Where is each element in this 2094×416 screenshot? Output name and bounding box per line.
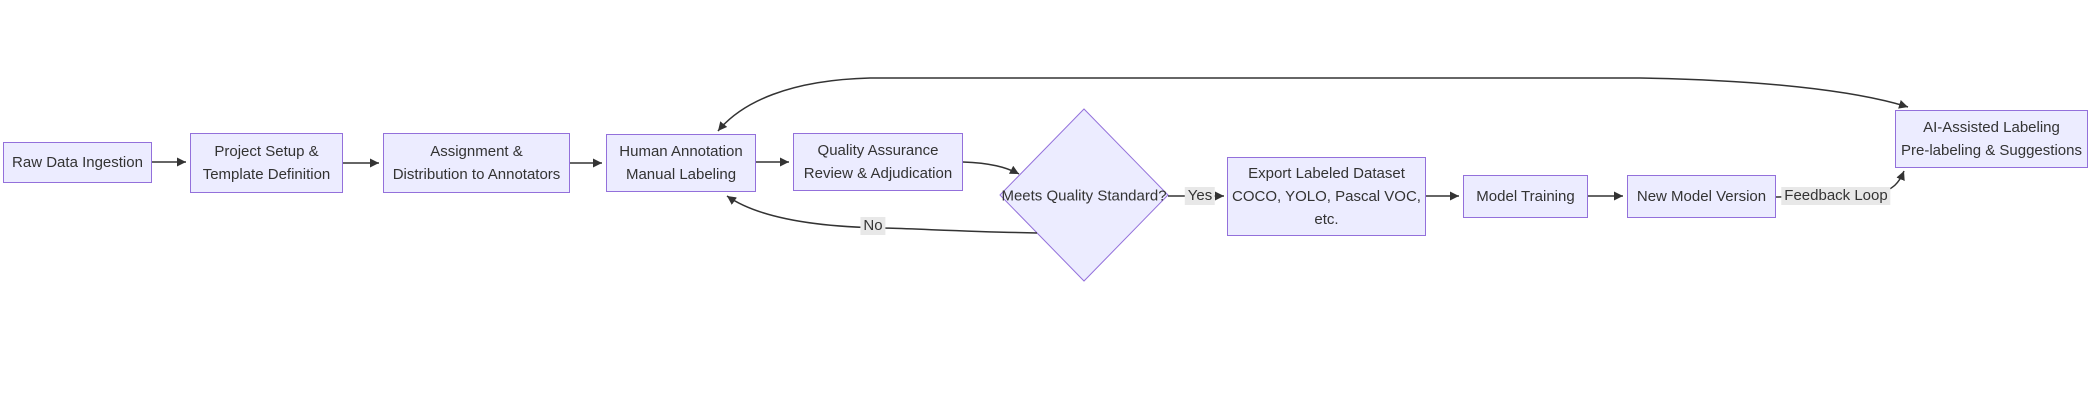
node-line: Human Annotation: [619, 143, 743, 160]
edge-label-no: No: [860, 217, 886, 235]
edge-qa-to-decision: [962, 161, 1020, 175]
edge-label-yes: Yes: [1184, 187, 1216, 205]
node-line: Meets Quality Standard?: [1001, 187, 1167, 205]
node-line: Export Labeled Dataset: [1248, 165, 1405, 182]
decision-meets-quality-standard: Meets Quality Standard?: [1001, 188, 1166, 205]
node-line: COCO, YOLO, Pascal VOC,: [1232, 188, 1421, 205]
node-line: AI-Assisted Labeling: [1923, 119, 2060, 136]
node-line: Template Definition: [202, 166, 331, 183]
edge-ai-human-bidirectional: [717, 77, 1909, 132]
node-line: Project Setup &: [214, 143, 319, 160]
node-line: Manual Labeling: [625, 166, 737, 183]
node-line: Quality Assurance: [817, 142, 939, 159]
edge-label-feedback-loop: Feedback Loop: [1781, 187, 1891, 205]
node-model-training: Model Training: [1463, 175, 1588, 218]
node-export-labeled-dataset: Export Labeled Dataset COCO, YOLO, Pasca…: [1227, 157, 1426, 236]
node-ai-assisted-labeling: AI-Assisted Labeling Pre-labeling & Sugg…: [1895, 110, 2088, 168]
node-raw-data-ingestion: Raw Data Ingestion: [3, 142, 152, 183]
node-line: Review & Adjudication: [803, 165, 953, 182]
node-line: etc.: [1314, 211, 1339, 228]
node-human-annotation: Human Annotation Manual Labeling: [606, 134, 756, 192]
node-line: Raw Data Ingestion: [12, 154, 143, 171]
node-assignment-distribution: Assignment & Distribution to Annotators: [383, 133, 570, 193]
node-line: Assignment &: [430, 143, 523, 160]
node-line: Model Training: [1476, 188, 1575, 205]
node-line: New Model Version: [1636, 188, 1767, 205]
node-project-setup: Project Setup & Template Definition: [190, 133, 343, 193]
decision-diamond-shape: [999, 108, 1169, 282]
node-new-model-version: New Model Version: [1627, 175, 1776, 218]
node-line: Distribution to Annotators: [392, 166, 561, 183]
node-quality-assurance: Quality Assurance Review & Adjudication: [793, 133, 963, 191]
node-line: Pre-labeling & Suggestions: [1901, 142, 2082, 159]
